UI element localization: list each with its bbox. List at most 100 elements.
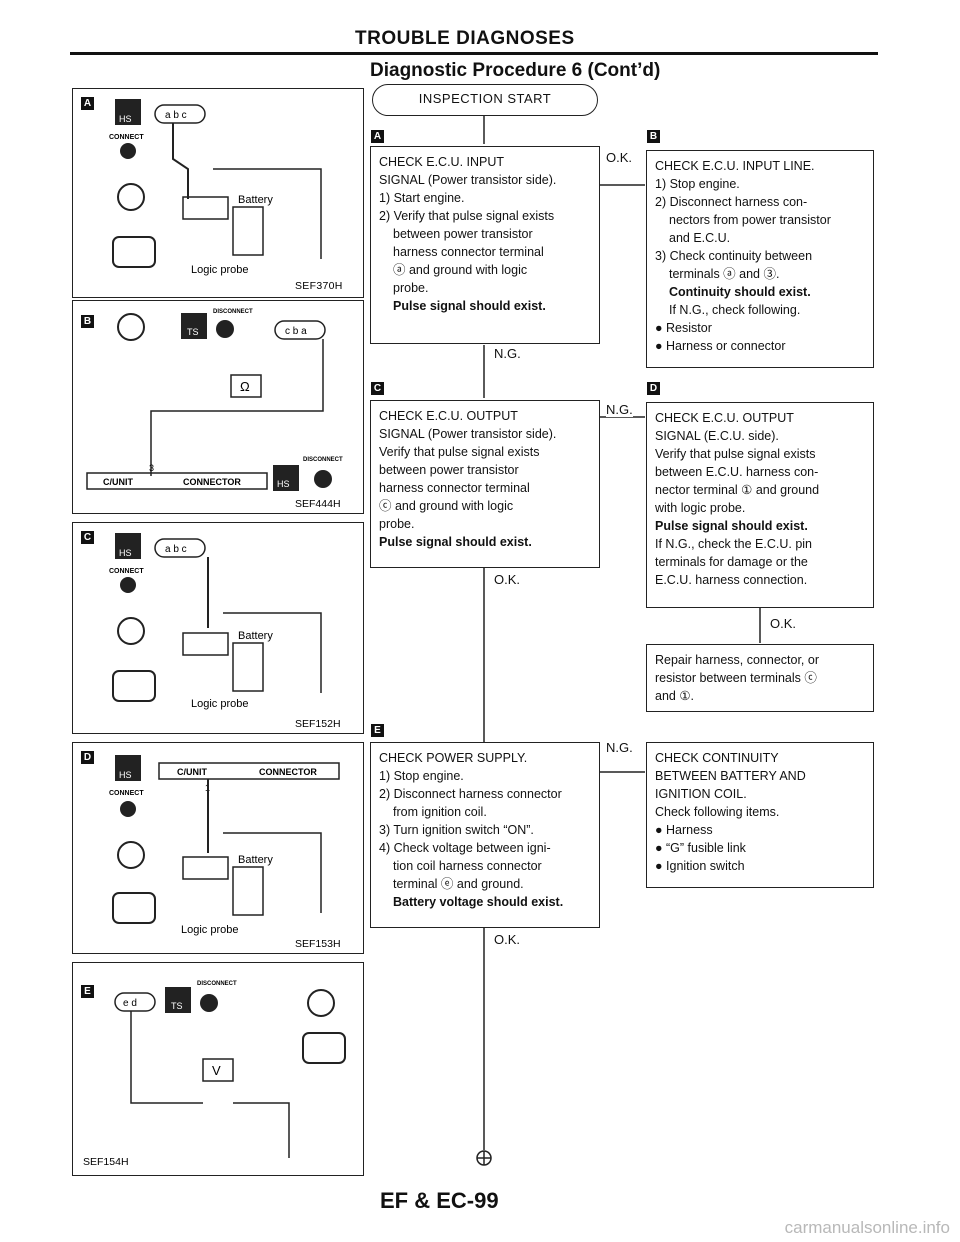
wiring-diagram-b: TS DISCONNECT c b a Ω 3 C/UNIT CONNECTOR… [86, 309, 343, 510]
logic-probe-icon [182, 856, 229, 880]
figure-panel-c: C HS CONNECT a b c Battery Logic probe S… [72, 522, 364, 734]
cunit-label: C/UNIT [177, 767, 207, 777]
ohm-symbol: Ω [240, 379, 250, 394]
connector-icon [114, 992, 156, 1012]
flow-label-ok: O.K. [606, 150, 633, 165]
ignition-switch-icon [117, 183, 145, 211]
connector-pins: c b a [285, 326, 307, 337]
logic-probe-label: Logic probe [191, 698, 249, 710]
flow-label-ng: N.G. [606, 402, 633, 417]
connector-plug-icon [120, 143, 136, 159]
hs-label: HS [119, 114, 132, 124]
hs-icon [115, 533, 141, 559]
cunit-label: C/UNIT [103, 477, 133, 487]
logic-probe-icon [182, 632, 229, 656]
wiring-diagram-d: HS CONNECT C/UNIT CONNECTOR 1 Battery Lo… [109, 755, 341, 950]
connector-plug-icon [200, 994, 218, 1012]
hs-icon [273, 465, 299, 491]
logic-probe-icon [182, 196, 229, 220]
ts-label: TS [187, 327, 199, 337]
page-number: EF & EC-99 [380, 1188, 499, 1213]
connector-icon [154, 538, 206, 558]
panel-badge: B [81, 315, 94, 328]
figure-panel-a: A HS CONNECT a b c Battery Logic probe S… [72, 88, 364, 298]
meter-wire [150, 339, 324, 476]
check-ecu-output-signal-transistor: CHECK E.C.U. OUTPUT SIGNAL (Power transi… [370, 400, 600, 568]
check-continuity-battery-coil: CHECK CONTINUITY BETWEEN BATTERY AND IGN… [646, 742, 874, 888]
check-power-supply: CHECK POWER SUPPLY. 1) Stop engine. 2) D… [370, 742, 600, 928]
connect-label: CONNECT [109, 134, 144, 141]
figure-code: SEF153H [295, 938, 341, 950]
figure-code: SEF154H [83, 1156, 129, 1168]
probe-wire [223, 832, 322, 913]
hs-label: HS [277, 479, 290, 489]
ohmmeter-icon [230, 374, 262, 398]
disconnect-label: DISCONNECT [213, 309, 253, 315]
meter-wire [233, 1102, 290, 1158]
engine-icon [112, 670, 156, 702]
box-badge-c: C [371, 382, 384, 395]
check-ecu-input-line: CHECK E.C.U. INPUT LINE. 1) Stop engine.… [646, 150, 874, 368]
probe-wire [213, 168, 322, 259]
ts-icon [181, 313, 207, 339]
ignition-switch-icon [117, 617, 145, 645]
disconnect-label: DISCONNECT [197, 981, 237, 987]
battery-label: Battery [238, 194, 273, 206]
box-badge-b: B [647, 130, 660, 143]
panel-badge: E [81, 985, 94, 998]
hs-icon [115, 755, 141, 781]
connector-pins: e d [123, 998, 137, 1009]
header-rule [70, 52, 878, 55]
box-badge-a: A [371, 130, 384, 143]
page-header: TROUBLE DIAGNOSES [355, 28, 575, 49]
watermark: carmanualsonline.info [784, 1218, 950, 1237]
ignition-switch-icon [307, 989, 335, 1017]
connector-plug-icon [216, 320, 234, 338]
cunit-connector [86, 472, 268, 490]
ignition-off-icon [117, 313, 145, 341]
logic-probe-label: Logic probe [191, 264, 249, 276]
flow-label-ok: O.K. [494, 932, 521, 947]
ignition-switch-icon [117, 841, 145, 869]
ts-label: TS [171, 1001, 183, 1011]
cunit-connector [158, 762, 340, 780]
check-ecu-output-signal-ecu: CHECK E.C.U. OUTPUT SIGNAL (E.C.U. side)… [646, 402, 874, 608]
battery-label: Battery [238, 854, 273, 866]
volt-symbol: V [212, 1063, 221, 1078]
panel-badge: C [81, 531, 94, 544]
figure-panel-e: E e d TS DISCONNECT V SEF154H [72, 962, 364, 1176]
engine-icon [112, 892, 156, 924]
connector-label: CONNECTOR [183, 477, 241, 487]
wiring-diagram-c: HS CONNECT a b c Battery Logic probe SEF… [109, 533, 341, 730]
cunit-pin: 3 [149, 463, 154, 473]
connector-plug-icon [120, 577, 136, 593]
connector-pins: a b c [165, 544, 187, 555]
flow-label-ok: O.K. [770, 616, 797, 631]
check-ecu-input-signal: CHECK E.C.U. INPUT SIGNAL (Power transis… [370, 146, 600, 344]
flow-label-ng: N.G. [606, 740, 633, 755]
inspection-start: INSPECTION START [372, 84, 598, 116]
repair-harness-box: Repair harness, connector, or resistor b… [646, 644, 874, 712]
connector-pins: a b c [165, 110, 187, 121]
wiring-diagram-a: HS CONNECT a b c Battery Logic probe SEF… [109, 99, 343, 292]
battery-icon [232, 866, 264, 916]
panel-badge: D [81, 751, 94, 764]
ts-icon [165, 987, 191, 1013]
logic-probe-label: Logic probe [181, 924, 239, 936]
figure-panel-b: B TS DISCONNECT c b a Ω 3 C/UNIT CONNECT… [72, 300, 364, 514]
figure-panel-d: D HS CONNECT C/UNIT CONNECTOR 1 Battery … [72, 742, 364, 954]
box-badge-e: E [371, 724, 384, 737]
engine-icon [302, 1032, 346, 1064]
probe-wire [172, 123, 189, 199]
disconnect-label: DISCONNECT [303, 457, 343, 463]
panel-badge: A [81, 97, 94, 110]
page-subtitle: Diagnostic Procedure 6 (Cont’d) [370, 60, 661, 81]
battery-icon [232, 642, 264, 692]
hs-label: HS [119, 770, 132, 780]
figure-code: SEF370H [295, 280, 343, 292]
meter-wire [130, 1011, 203, 1104]
connector-plug-icon [120, 801, 136, 817]
hs-icon [115, 99, 141, 125]
battery-icon [232, 206, 264, 256]
